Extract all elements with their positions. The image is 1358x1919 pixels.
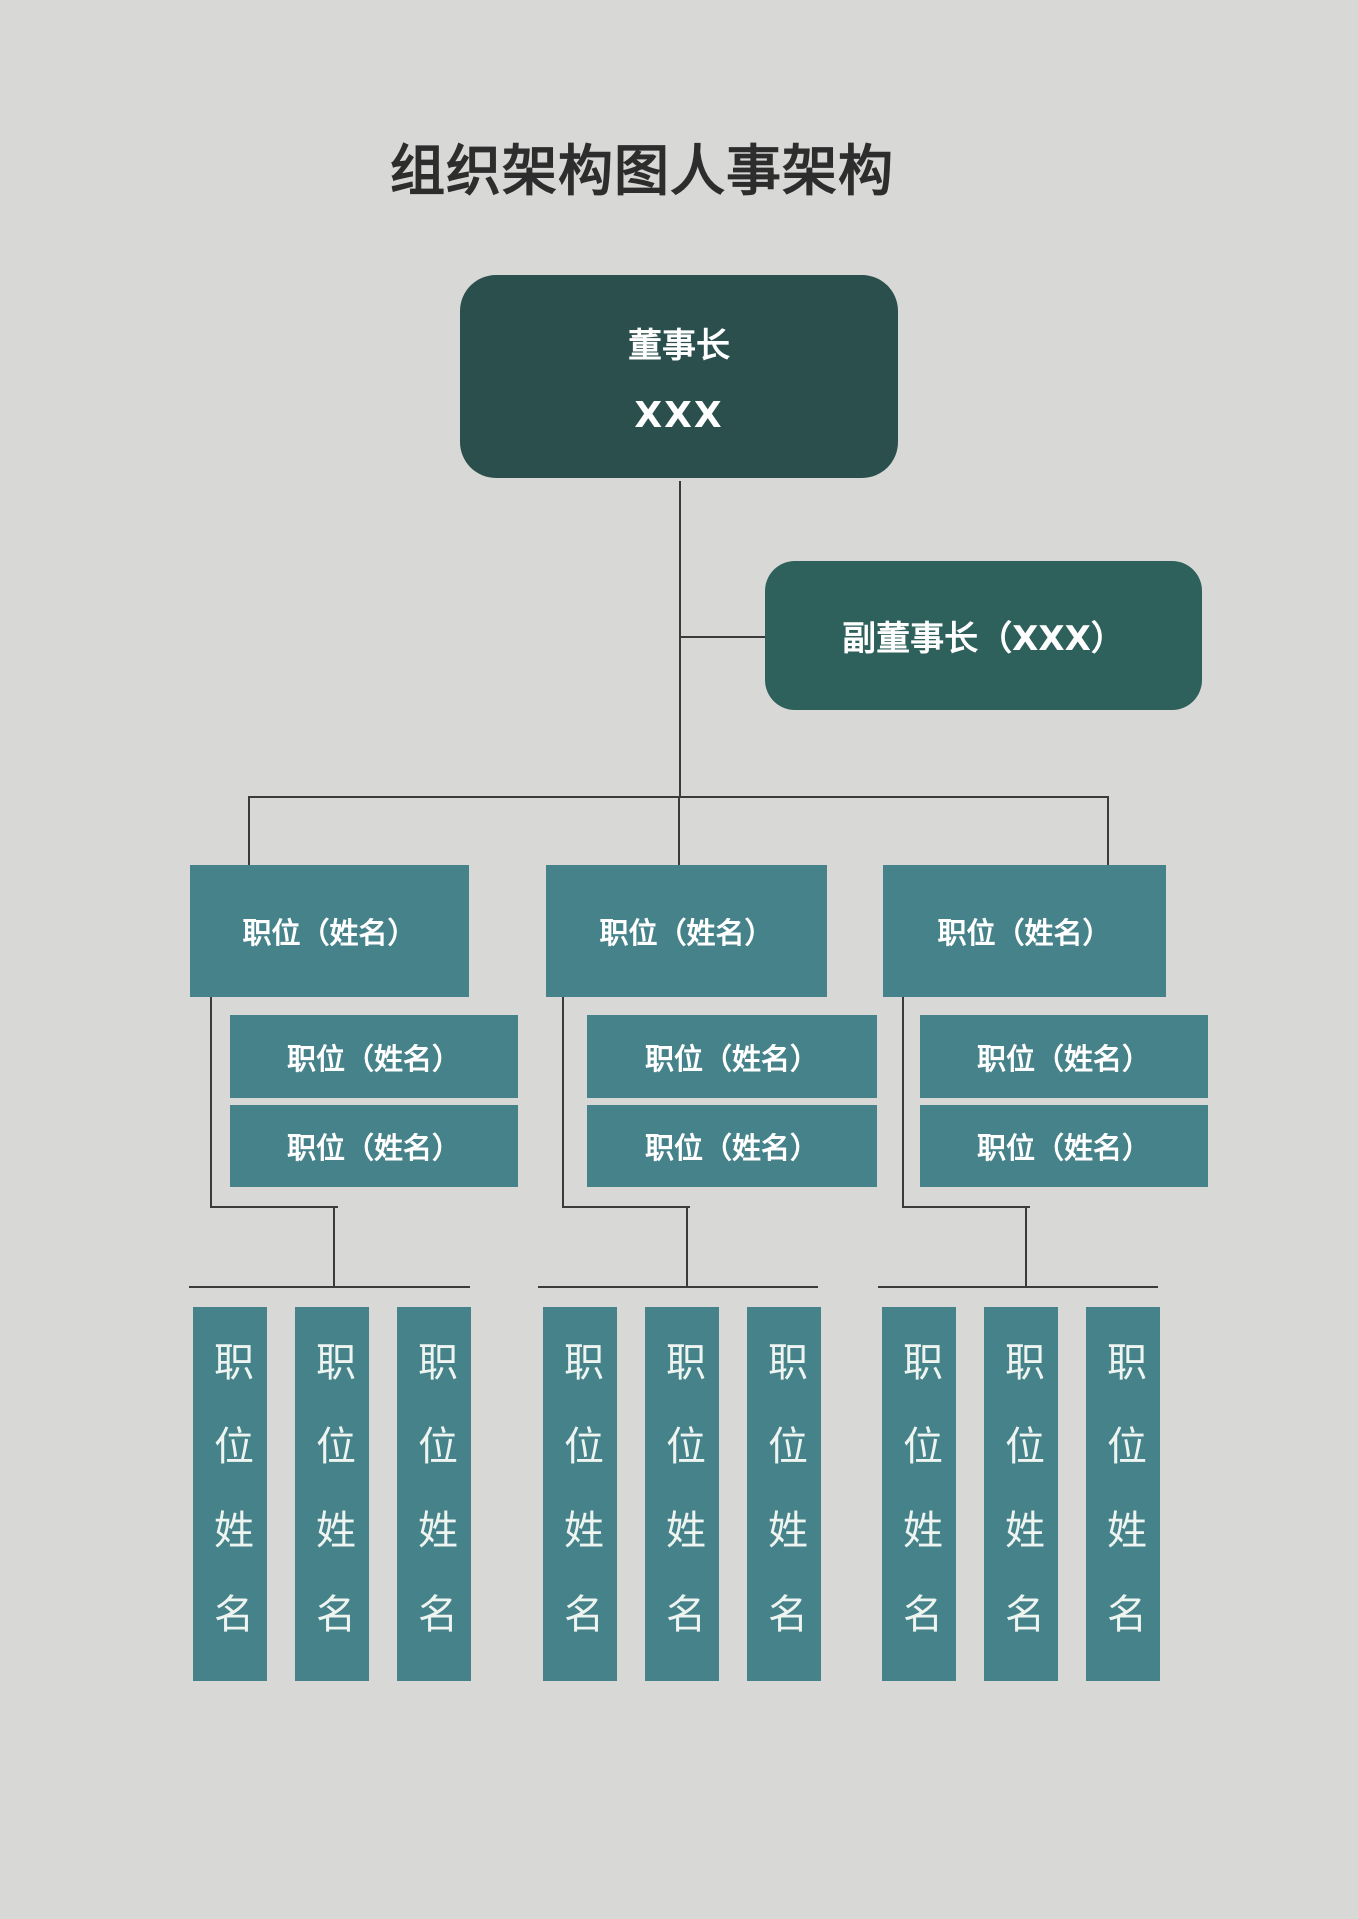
branch-head-label: 职位（姓名）	[937, 916, 1112, 950]
page-title: 组织架构图人事架构	[390, 139, 895, 203]
connector-line	[562, 997, 564, 1208]
deputy-node: 职位（姓名）	[230, 1105, 518, 1187]
deputy-node: 职位（姓名）	[920, 1105, 1208, 1187]
deputy-label: 职位（姓名）	[976, 1041, 1151, 1076]
deputy-label: 职位（姓名）	[976, 1131, 1151, 1165]
staff-column-label: 职位姓名	[761, 1341, 807, 1677]
vice-chairman-node: 副董事长（XXX）	[765, 561, 1202, 710]
staff-column-label: 职位姓名	[1100, 1341, 1146, 1677]
staff-column-node: 职位姓名	[295, 1307, 369, 1681]
connector-line	[1107, 796, 1109, 865]
connector-line	[678, 796, 680, 865]
staff-column-label: 职位姓名	[207, 1341, 253, 1677]
connector-line	[210, 1206, 338, 1208]
connector-line	[686, 1206, 688, 1288]
staff-column-node: 职位姓名	[645, 1307, 719, 1681]
chairman-node: 董事长 XXX	[460, 275, 898, 478]
branch-head-label: 职位（姓名）	[599, 916, 774, 950]
branch-head-node: 职位（姓名）	[190, 865, 469, 997]
connector-line	[210, 997, 212, 1208]
deputy-node: 职位（姓名）	[587, 1015, 877, 1098]
vice-chairman-label: 副董事长（XXX）	[842, 619, 1125, 659]
connector-line	[562, 1206, 690, 1208]
staff-column-node: 职位姓名	[543, 1307, 617, 1681]
deputy-label: 职位（姓名）	[644, 1131, 819, 1165]
connector-line	[681, 636, 765, 638]
connector-line	[538, 1286, 818, 1288]
connector-line	[333, 1206, 335, 1288]
staff-column-node: 职位姓名	[397, 1307, 471, 1681]
staff-column-node: 职位姓名	[1086, 1307, 1160, 1681]
deputy-node: 职位（姓名）	[230, 1015, 518, 1098]
deputy-node: 职位（姓名）	[587, 1105, 877, 1187]
chairman-role: 董事长	[628, 325, 730, 366]
branch-head-node: 职位（姓名）	[883, 865, 1166, 997]
connector-line	[679, 481, 681, 797]
staff-column-node: 职位姓名	[747, 1307, 821, 1681]
connector-line	[902, 1206, 1030, 1208]
deputy-label: 职位（姓名）	[644, 1041, 819, 1076]
staff-column-node: 职位姓名	[882, 1307, 956, 1681]
staff-column-label: 职位姓名	[896, 1341, 942, 1677]
staff-column-node: 职位姓名	[193, 1307, 267, 1681]
staff-column-label: 职位姓名	[557, 1341, 603, 1677]
staff-column-node: 职位姓名	[984, 1307, 1058, 1681]
deputy-label: 职位（姓名）	[286, 1131, 461, 1165]
connector-line	[878, 1286, 1158, 1288]
connector-line	[248, 796, 250, 865]
branch-head-node: 职位（姓名）	[546, 865, 827, 997]
chairman-name: XXX	[634, 394, 724, 436]
staff-column-label: 职位姓名	[309, 1341, 355, 1677]
deputy-label: 职位（姓名）	[286, 1041, 461, 1076]
connector-line	[1025, 1206, 1027, 1288]
connector-line	[189, 1286, 470, 1288]
connector-line	[902, 997, 904, 1208]
staff-column-label: 职位姓名	[998, 1341, 1044, 1677]
staff-column-label: 职位姓名	[659, 1341, 705, 1677]
staff-column-label: 职位姓名	[411, 1341, 457, 1677]
deputy-node: 职位（姓名）	[920, 1015, 1208, 1098]
branch-head-label: 职位（姓名）	[242, 916, 417, 950]
